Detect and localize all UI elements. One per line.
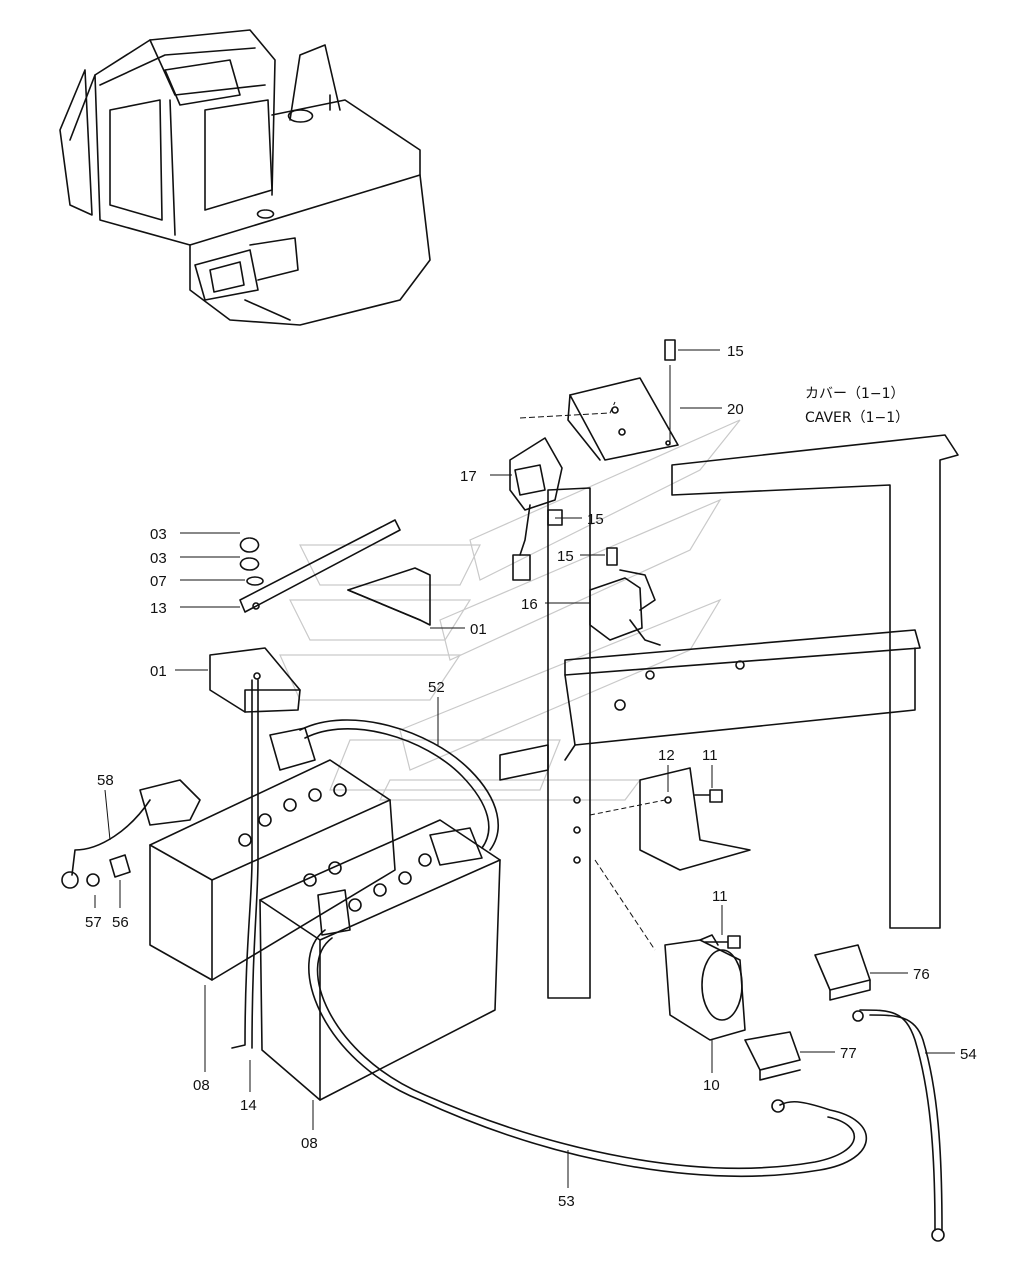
callout-label: 58 bbox=[97, 772, 114, 789]
cable-53 bbox=[308, 929, 868, 1177]
callout-label: 07 bbox=[150, 573, 167, 590]
cover-note-jp: カバー（1−1） bbox=[805, 386, 905, 402]
callout-label: 77 bbox=[840, 1045, 857, 1062]
excavator-overview bbox=[59, 29, 431, 326]
hold-down-parts bbox=[209, 519, 431, 1049]
bracket-and-switch-17 bbox=[509, 339, 679, 581]
callout-label: 01 bbox=[150, 663, 167, 680]
callout-label: 10 bbox=[703, 1077, 720, 1094]
batteries bbox=[149, 727, 501, 1101]
cab-frame bbox=[499, 434, 959, 999]
callout-label: 17 bbox=[460, 468, 477, 485]
callout-label: 08 bbox=[301, 1135, 318, 1152]
callout-label: 16 bbox=[521, 596, 538, 613]
callout-label: 56 bbox=[112, 914, 129, 931]
callout-label: 08 bbox=[193, 1077, 210, 1094]
leader-lines bbox=[94, 349, 955, 1188]
callout-label: 15 bbox=[557, 548, 574, 565]
callout-label: 03 bbox=[150, 550, 167, 567]
callout-label: 13 bbox=[150, 600, 167, 617]
cable-58 bbox=[61, 779, 201, 889]
bracket-12 bbox=[589, 767, 751, 871]
callout-label: 76 bbox=[913, 966, 930, 983]
callout-label: 11 bbox=[712, 888, 728, 905]
callout-label: 57 bbox=[85, 914, 102, 931]
callout-label: 53 bbox=[558, 1193, 575, 1210]
terminal-covers bbox=[744, 944, 871, 1081]
cable-54 bbox=[852, 1009, 945, 1242]
callout-label: 54 bbox=[960, 1046, 977, 1063]
battery-relay-16 bbox=[589, 547, 661, 646]
battery-switch-10 bbox=[594, 859, 746, 1041]
callout-label: 14 bbox=[240, 1097, 257, 1114]
callout-label: 01 bbox=[470, 621, 487, 638]
callout-label: 11 bbox=[702, 747, 718, 764]
callout-label: 15 bbox=[587, 511, 604, 528]
cable-52 bbox=[299, 719, 499, 851]
cover-note-en: CAVER（1−1） bbox=[805, 410, 909, 426]
callout-labels: 15 20 17 15 15 16 03 03 07 13 01 01 52 5… bbox=[85, 343, 977, 1210]
callout-label: 52 bbox=[428, 679, 445, 696]
callout-label: 20 bbox=[727, 401, 744, 418]
callout-label: 15 bbox=[727, 343, 744, 360]
callout-label: 12 bbox=[658, 747, 675, 764]
callout-label: 03 bbox=[150, 526, 167, 543]
